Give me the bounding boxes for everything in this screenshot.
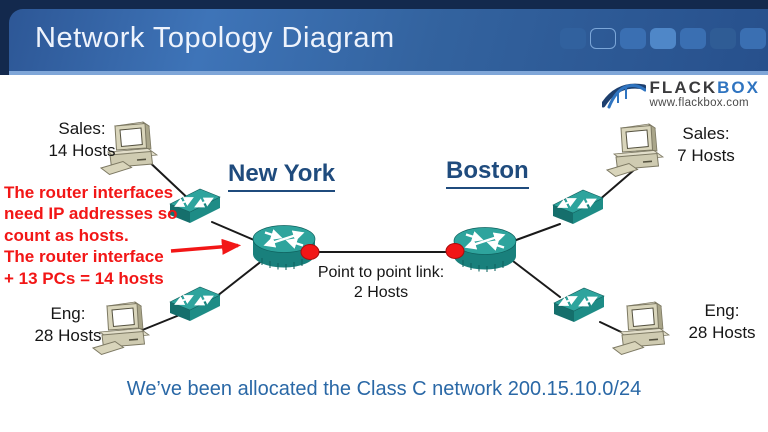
brand-url: www.flackbox.com — [649, 97, 749, 109]
cable-router-bos-switch-tr — [507, 223, 561, 244]
lan-label-eng-right: Eng: 28 Hosts — [688, 301, 756, 342]
pc-icon-eng-right — [612, 301, 670, 356]
header-square — [620, 28, 646, 49]
header-square — [590, 28, 616, 49]
cable-router-bos-switch-br — [508, 257, 561, 298]
page-title: Network Topology Diagram — [35, 22, 395, 54]
cable-switch-tr-pc-tr — [597, 169, 635, 202]
header-square — [710, 28, 736, 49]
switch-icon-bottom-right — [554, 288, 604, 322]
header-square — [680, 28, 706, 49]
header-squares — [560, 28, 766, 49]
brand-name: FLACKBOX — [650, 79, 760, 96]
lan-label-sales-left: Sales: 14 Hosts — [48, 119, 116, 160]
interface-dot-new-york — [300, 244, 320, 260]
brand-name-accent: BOX — [717, 78, 760, 97]
bridge-logo-icon — [601, 83, 646, 109]
city-label-boston: Boston — [446, 157, 529, 189]
lan-label-eng-left: Eng: 28 Hosts — [34, 304, 102, 345]
interface-dot-boston — [445, 243, 465, 259]
city-label-new-york: New York — [228, 160, 336, 192]
router-interface-annotation: The router interfaces need IP addresses … — [4, 183, 178, 288]
allocation-note: We’ve been allocated the Class C network… — [126, 378, 642, 400]
brand-logo: FLACKBOX www.flackbox.com — [601, 79, 760, 110]
switch-icon-bottom-left — [170, 287, 220, 321]
header-square — [650, 28, 676, 49]
point-to-point-label: Point to point link: 2 Hosts — [317, 264, 445, 301]
brand-name-dark: FLACK — [649, 78, 718, 97]
header-square — [740, 28, 766, 49]
lan-label-sales-right: Sales: 7 Hosts — [677, 124, 735, 165]
header-square — [560, 28, 586, 49]
switch-icon-top-right — [553, 190, 603, 224]
annotation-arrow — [170, 238, 242, 255]
title-banner: Network Topology Diagram — [9, 9, 768, 75]
cable-switch-bl-pc-bl — [134, 313, 183, 334]
cable-router-ny-switch-bl — [211, 259, 264, 301]
